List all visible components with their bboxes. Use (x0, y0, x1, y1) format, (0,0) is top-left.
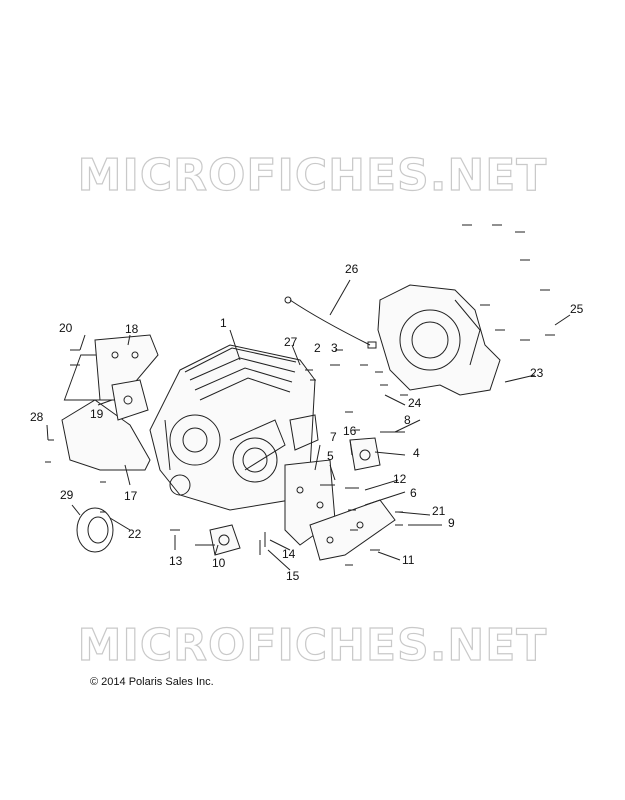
copyright-notice: © 2014 Polaris Sales Inc. (90, 676, 214, 688)
callout-9: 9 (448, 516, 455, 530)
callout-6: 6 (410, 486, 417, 500)
callout-22: 22 (128, 527, 142, 541)
callout-19: 19 (90, 407, 104, 421)
callout-2: 2 (314, 341, 321, 355)
callout-28: 28 (30, 410, 44, 424)
callout-24: 24 (408, 396, 422, 410)
engine-block (63, 344, 319, 511)
seal-29 (76, 507, 114, 553)
bracket-18 (94, 334, 159, 401)
watermark-bottom: MICROFICHES.NET (77, 619, 548, 671)
callout-14: 14 (282, 547, 296, 561)
housing-23 (377, 284, 501, 396)
leader-lines (46, 279, 571, 571)
callout-1: 1 (220, 316, 227, 330)
callout-11: 11 (402, 553, 415, 567)
callout-12: 12 (393, 472, 407, 486)
callout-26: 26 (345, 262, 359, 276)
callout-13: 13 (169, 554, 183, 568)
callout-25: 25 (570, 302, 584, 316)
callout-27: 27 (284, 335, 298, 349)
callout-10: 10 (212, 556, 226, 570)
sensor-26 (284, 296, 377, 349)
callout-7: 7 (330, 430, 337, 444)
callout-8: 8 (404, 413, 411, 427)
callout-3: 3 (331, 341, 338, 355)
watermark-top: MICROFICHES.NET (77, 149, 548, 201)
mount-10 (209, 524, 241, 556)
callout-15: 15 (286, 569, 300, 583)
callout-17: 17 (124, 489, 138, 503)
callout-4: 4 (413, 446, 420, 460)
callout-18: 18 (125, 322, 139, 336)
callout-23: 23 (530, 366, 544, 380)
callout-16: 16 (343, 424, 357, 438)
callout-5: 5 (327, 449, 334, 463)
callout-29: 29 (60, 488, 74, 502)
callout-21: 21 (432, 504, 446, 518)
bracket-19 (111, 379, 149, 421)
mount-4 (349, 437, 381, 471)
callout-20: 20 (59, 321, 73, 335)
